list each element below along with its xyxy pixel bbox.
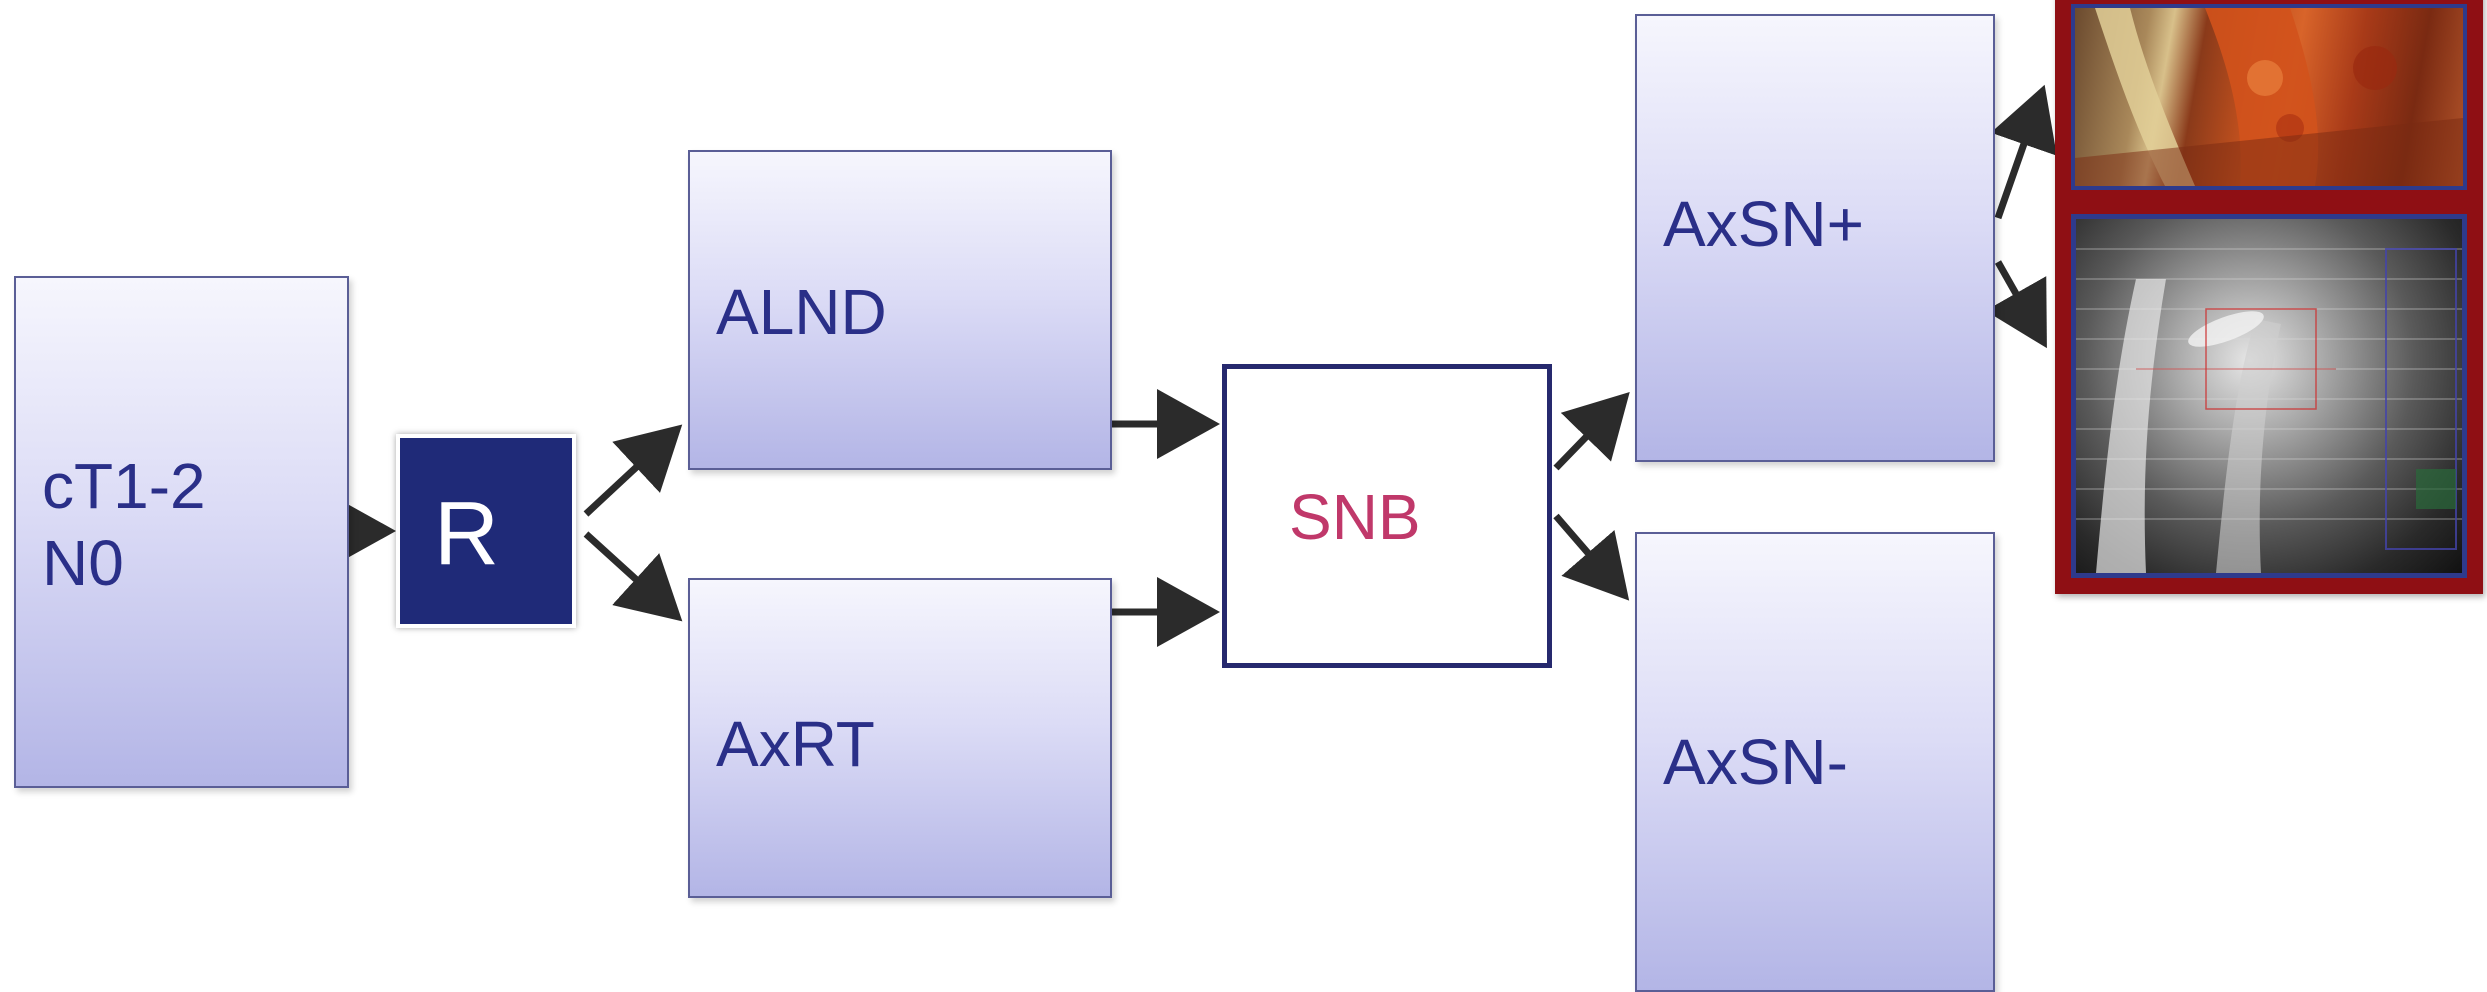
arrow-r-to-alnd	[583, 424, 683, 517]
arrow-r-to-axrt	[583, 531, 683, 622]
arrow-snb-to-axsnp	[1553, 391, 1630, 471]
node-axsn-negative-label: AxSN-	[1663, 726, 1848, 798]
arrow-snb-to-axsnm	[1553, 513, 1630, 601]
surgery-photo-art	[2075, 8, 2463, 186]
arrow-axsnp-to-xray	[1985, 260, 2047, 349]
node-axsn-negative: AxSN-	[1635, 532, 1995, 992]
node-axsn-positive: AxSN+	[1635, 14, 1995, 462]
xray-image	[2071, 214, 2467, 578]
node-randomization: R	[396, 434, 576, 628]
surgery-photo	[2071, 4, 2467, 190]
node-alnd-label: ALND	[716, 276, 887, 348]
node-r-label: R	[434, 484, 499, 584]
arrow-axsnp-to-photo	[1990, 84, 2057, 220]
node-alnd: ALND	[688, 150, 1112, 470]
xray-image-art	[2076, 248, 2462, 573]
image-panel	[2055, 0, 2483, 594]
node-axsn-positive-label: AxSN+	[1663, 188, 1864, 260]
node-axrt-label: AxRT	[716, 708, 875, 780]
node-axrt: AxRT	[688, 578, 1112, 898]
node-snb: SNB	[1222, 364, 1552, 668]
node-snb-label: SNB	[1289, 481, 1421, 553]
